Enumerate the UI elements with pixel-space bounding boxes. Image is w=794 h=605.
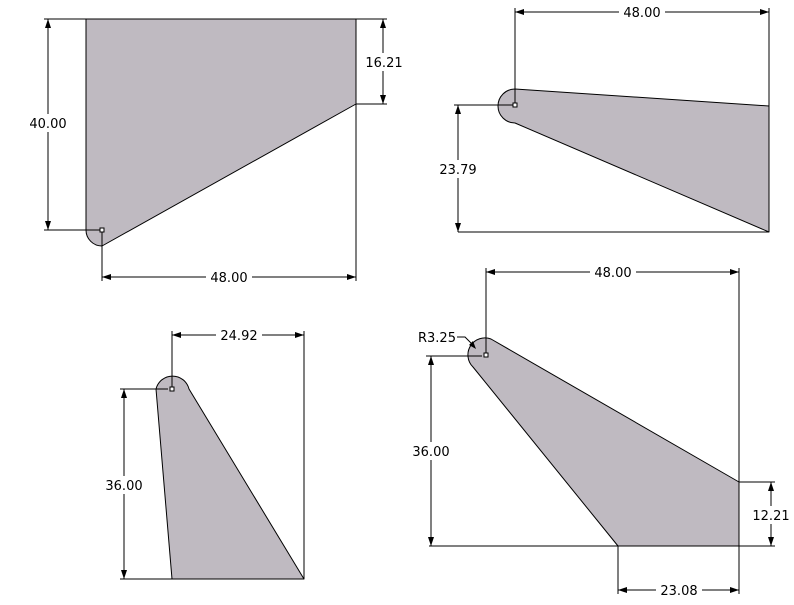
dimension-right-edge-bottom-right: 12.21 xyxy=(739,481,793,547)
center-point-marker xyxy=(512,102,518,108)
dimension-label: 48.00 xyxy=(210,271,247,286)
view-bottom-left: 24.92 36.00 xyxy=(102,326,305,580)
dimension-label: 12.21 xyxy=(752,509,789,524)
dimension-width-bottom-right: 48.00 xyxy=(485,263,740,482)
dimension-label: 16.21 xyxy=(365,56,402,71)
part-outline-bottom-left xyxy=(155,375,305,580)
view-top-left: 40.00 16.21 48.00 xyxy=(26,18,406,286)
dimension-label: 36.00 xyxy=(105,479,142,494)
dimension-height-bottom-left: 36.00 xyxy=(102,388,172,580)
dimension-label: 48.00 xyxy=(623,6,660,21)
center-point-marker xyxy=(483,352,489,358)
dimension-height-bottom-right: 36.00 xyxy=(409,355,618,547)
part-outline-bottom-right xyxy=(467,337,740,547)
dimension-bottom-edge-bottom-right: 23.08 xyxy=(617,546,740,599)
view-top-right: 48.00 23.79 xyxy=(436,3,770,233)
dimension-width-top-right: 48.00 xyxy=(514,3,770,106)
center-point-marker xyxy=(99,227,105,233)
part-outline-top-right xyxy=(497,88,770,233)
dimension-label: 36.00 xyxy=(412,445,449,460)
dimension-height-top-right: 23.79 xyxy=(436,104,769,233)
part-outline-top-left xyxy=(85,18,357,247)
dimension-label: 48.00 xyxy=(594,266,631,281)
dimension-label: 23.08 xyxy=(660,584,697,599)
dimension-label: 40.00 xyxy=(29,117,66,132)
dimension-width-bottom-left: 24.92 xyxy=(171,326,305,579)
dimension-label: 23.79 xyxy=(439,163,476,178)
dimension-right-edge-top-left: 16.21 xyxy=(356,18,406,105)
radius-label: R3.25 xyxy=(418,331,456,346)
dimension-width-top-left: 48.00 xyxy=(101,104,357,286)
dimension-height-top-left: 40.00 xyxy=(26,18,100,231)
dimension-radius-bottom-right: R3.25 xyxy=(418,331,476,349)
view-bottom-right: 48.00 R3.25 36.00 12.21 xyxy=(409,263,793,599)
center-point-marker xyxy=(169,386,175,392)
dimension-label: 24.92 xyxy=(220,329,257,344)
